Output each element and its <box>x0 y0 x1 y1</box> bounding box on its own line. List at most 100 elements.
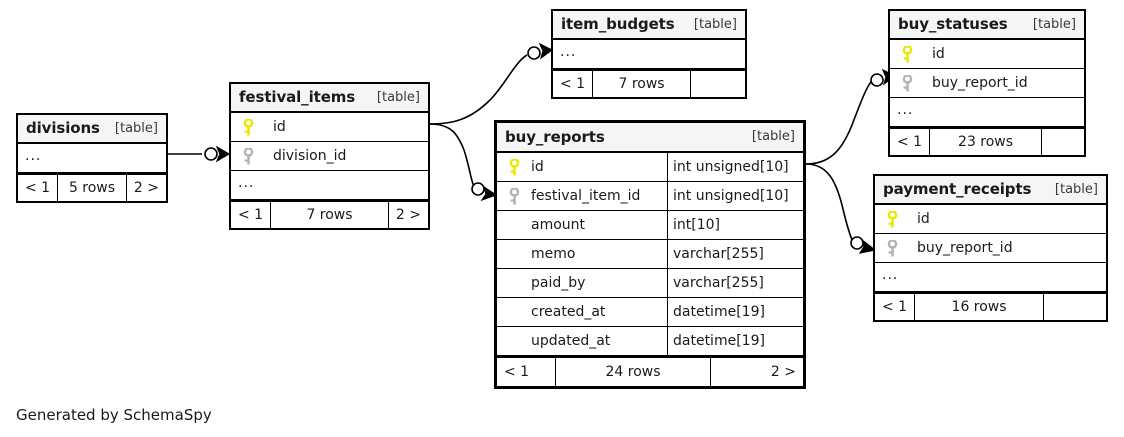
column-label: division_id <box>273 148 347 164</box>
edge-festival-items-item-budgets <box>429 54 528 125</box>
crowsfoot-marker <box>215 145 231 163</box>
column-name-cell: id <box>875 205 1106 233</box>
table-row[interactable]: id <box>875 205 1106 234</box>
column-label: id <box>917 211 930 227</box>
table-row[interactable]: ... <box>553 40 745 69</box>
table-row[interactable]: ... <box>875 263 1106 292</box>
prev-page-button[interactable]: < 1 <box>25 180 51 196</box>
column-name-cell: ... <box>18 144 166 172</box>
column-label: buy_report_id <box>932 75 1028 91</box>
column-label: ... <box>238 175 255 191</box>
column-type-cell: int unsigned[10] <box>667 153 803 181</box>
table-row[interactable]: paid_by varchar[255] <box>497 269 803 298</box>
table-item-budgets[interactable]: item_budgets [table] ... < 1 7 rows <box>551 9 747 99</box>
column-name-cell: updated_at <box>497 327 667 355</box>
table-row[interactable]: id <box>890 40 1084 69</box>
foreign-key-icon <box>237 147 259 165</box>
column-label: ... <box>897 102 914 118</box>
prev-page-button[interactable]: < 1 <box>897 134 923 150</box>
table-row[interactable]: created_at datetime[19] <box>497 298 803 327</box>
column-name-cell: ... <box>231 171 428 199</box>
table-row[interactable]: id int unsigned[10] <box>497 153 803 182</box>
primary-key-icon <box>881 210 903 228</box>
table-type-tag: [table] <box>693 16 737 32</box>
table-header: buy_statuses [table] <box>890 11 1084 40</box>
column-label: id <box>273 119 286 135</box>
table-type-tag: [table] <box>1032 16 1076 32</box>
column-name-cell: paid_by <box>497 269 667 297</box>
table-title: buy_statuses <box>898 15 1008 33</box>
column-label: festival_item_id <box>531 188 641 204</box>
table-title: item_budgets <box>561 15 675 33</box>
column-name-cell: ... <box>875 263 1106 291</box>
next-page-button[interactable]: 2 > <box>395 207 421 223</box>
column-name-cell: division_id <box>231 142 428 170</box>
table-row[interactable]: buy_report_id <box>890 69 1084 98</box>
next-page-button[interactable]: 2 > <box>770 364 796 380</box>
table-header: festival_items [table] <box>231 84 428 113</box>
table-footer: < 1 16 rows <box>875 292 1106 320</box>
table-title: payment_receipts <box>883 180 1032 198</box>
next-page-button[interactable] <box>691 71 745 97</box>
table-row[interactable]: ... <box>890 98 1084 127</box>
column-name-cell: ... <box>553 40 745 68</box>
column-name-cell: id <box>497 153 667 181</box>
column-name-cell: amount <box>497 211 667 239</box>
table-footer: < 1 23 rows <box>890 127 1084 155</box>
next-page-button[interactable] <box>1042 129 1084 155</box>
column-name-cell: id <box>231 113 428 141</box>
edge-buy-reports-buy-statuses <box>805 81 872 165</box>
table-title: festival_items <box>239 88 356 106</box>
row-count-label: 7 rows <box>592 71 691 97</box>
table-row[interactable]: buy_report_id <box>875 234 1106 263</box>
table-row[interactable]: division_id <box>231 142 428 171</box>
edge-marker-circle <box>471 182 485 196</box>
prev-page-button[interactable]: < 1 <box>238 207 264 223</box>
table-row[interactable]: id <box>231 113 428 142</box>
column-label: updated_at <box>531 333 611 349</box>
edge-buy-reports-payment-receipts <box>805 163 854 243</box>
table-type-tag: [table] <box>114 120 158 136</box>
table-header: buy_reports [table] <box>497 123 803 153</box>
next-page-button[interactable] <box>1044 294 1106 320</box>
prev-page-button[interactable]: < 1 <box>560 76 586 92</box>
generated-by-caption: Generated by SchemaSpy <box>16 406 212 424</box>
foreign-key-icon <box>881 239 903 257</box>
row-count-label: 16 rows <box>914 294 1044 320</box>
column-label: buy_report_id <box>917 240 1013 256</box>
table-type-tag: [table] <box>376 89 420 105</box>
table-row[interactable]: memo varchar[255] <box>497 240 803 269</box>
column-label: ... <box>882 267 899 283</box>
table-row[interactable]: ... <box>231 171 428 200</box>
column-label: amount <box>531 217 586 233</box>
column-label: ... <box>25 148 42 164</box>
table-buy-reports[interactable]: buy_reports [table] id int unsigned[10] <box>494 120 806 389</box>
edge-marker-circle <box>204 147 218 161</box>
next-page-button[interactable]: 2 > <box>133 180 159 196</box>
edge-festival-items-buy-reports <box>429 123 475 188</box>
table-divisions[interactable]: divisions [table] ... < 1 5 rows 2 > <box>16 113 168 203</box>
column-name-cell: ... <box>890 98 1084 126</box>
table-row[interactable]: updated_at datetime[19] <box>497 327 803 356</box>
table-payment-receipts[interactable]: payment_receipts [table] id <box>873 174 1108 322</box>
column-type-cell: varchar[255] <box>667 240 803 268</box>
row-count-label: 23 rows <box>929 129 1042 155</box>
column-name-cell: buy_report_id <box>875 234 1106 262</box>
column-type-cell: datetime[19] <box>667 298 803 326</box>
prev-page-button[interactable]: < 1 <box>882 299 908 315</box>
table-row[interactable]: amount int[10] <box>497 211 803 240</box>
table-buy-statuses[interactable]: buy_statuses [table] id <box>888 9 1086 157</box>
column-label: created_at <box>531 304 606 320</box>
foreign-key-icon <box>896 74 918 92</box>
column-type-cell: varchar[255] <box>667 269 803 297</box>
table-row[interactable]: festival_item_id int unsigned[10] <box>497 182 803 211</box>
table-festival-items[interactable]: festival_items [table] id <box>229 82 430 230</box>
prev-page-button[interactable]: < 1 <box>504 364 530 380</box>
table-title: buy_reports <box>505 127 605 146</box>
column-label: ... <box>560 44 577 60</box>
table-row[interactable]: ... <box>18 144 166 173</box>
table-footer: < 1 7 rows <box>553 69 745 97</box>
table-header: divisions [table] <box>18 115 166 144</box>
row-count-label: 5 rows <box>57 175 127 201</box>
